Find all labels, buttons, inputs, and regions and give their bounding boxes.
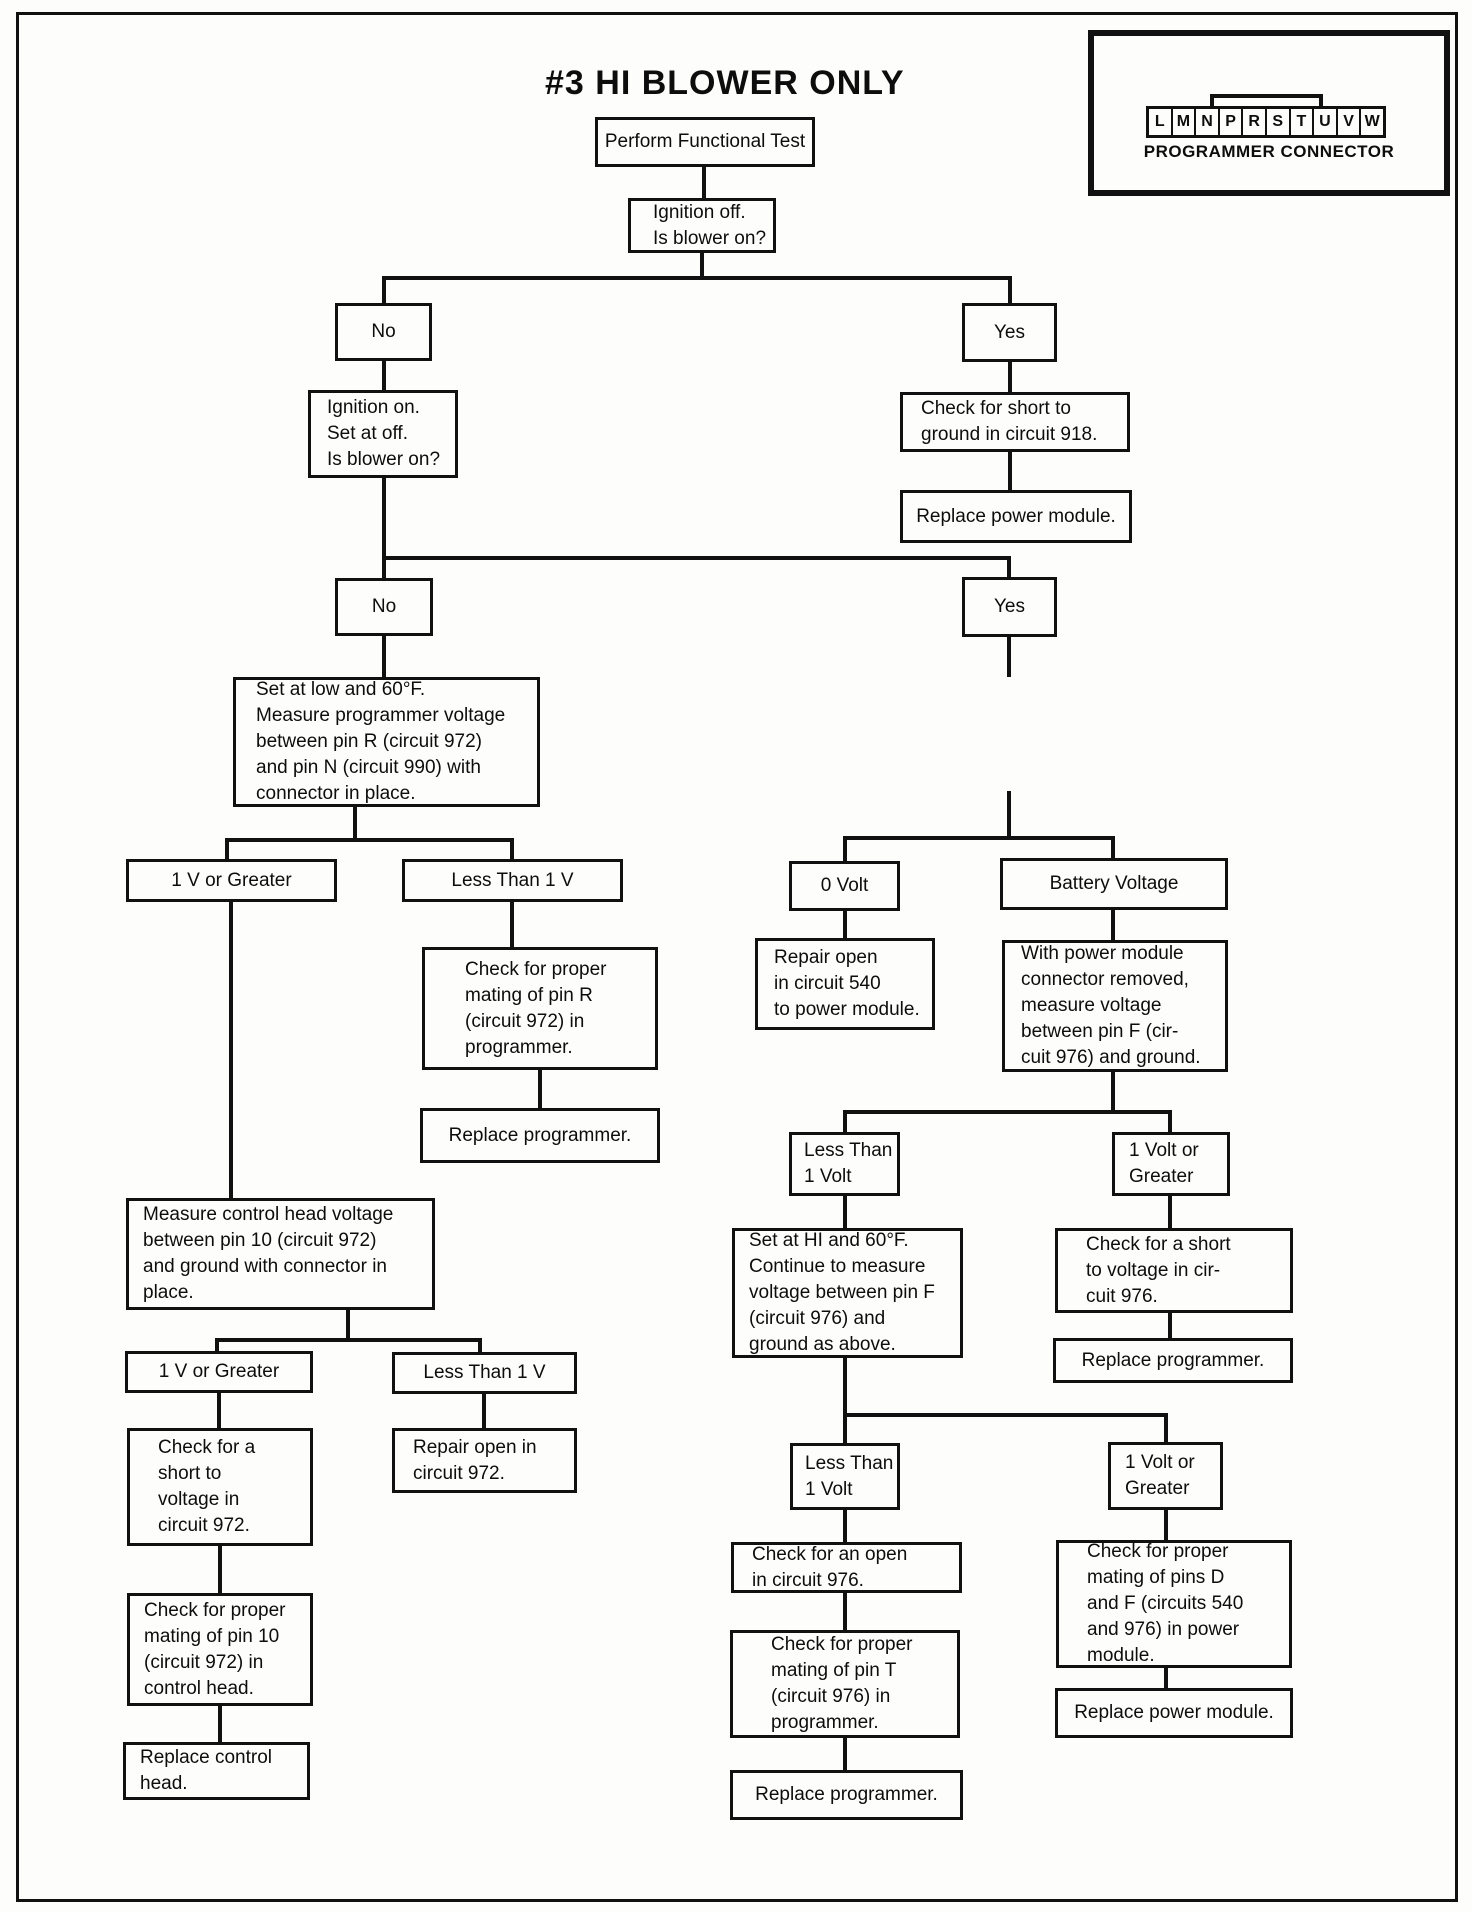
- node-check-short-voltage-972: Check for a short to voltage in circuit …: [127, 1428, 313, 1546]
- connector-legend-label: PROGRAMMER CONNECTOR: [1143, 142, 1395, 161]
- node-set-at-hi-continue-measure: Set at HI and 60°F. Continue to measure …: [732, 1228, 963, 1358]
- node-replace-programmer-2: Replace programmer.: [1053, 1338, 1293, 1383]
- node-no-1: No: [335, 303, 432, 361]
- node-replace-power-module-1: Replace power module.: [900, 490, 1132, 543]
- node-perform-functional-test: Perform Functional Test: [595, 117, 815, 167]
- connector-pin: N: [1196, 109, 1220, 135]
- programmer-connector-legend: L M N P R S T U V W PROGRAMMER CONNECTOR: [1088, 30, 1450, 196]
- node-replace-control-head: Replace control head.: [123, 1742, 310, 1800]
- node-check-mating-pin-t: Check for proper mating of pin T (circui…: [730, 1630, 960, 1738]
- node-ignition-off-question: Ignition off. Is blower on?: [628, 198, 776, 253]
- node-check-mating-pins-d-f: Check for proper mating of pins D and F …: [1056, 1540, 1292, 1668]
- node-check-mating-pin-r: Check for proper mating of pin R (circui…: [422, 947, 658, 1070]
- connector-pin: M: [1173, 109, 1197, 135]
- node-less-than-1v-2: Less Than 1 V: [392, 1352, 577, 1394]
- node-replace-programmer-1: Replace programmer.: [420, 1108, 660, 1163]
- node-set-at-low-measure-voltage: Set at low and 60°F. Measure programmer …: [233, 677, 540, 807]
- node-battery-voltage: Battery Voltage: [1000, 858, 1228, 910]
- connector-pin: P: [1220, 109, 1244, 135]
- node-measure-pin-f-voltage: With power module connector removed, mea…: [1002, 940, 1228, 1072]
- connector-pin: L: [1149, 109, 1173, 135]
- node-1v-or-greater-2: 1 V or Greater: [125, 1351, 313, 1393]
- node-less-than-1volt-1: Less Than 1 Volt: [789, 1132, 900, 1196]
- node-yes-1: Yes: [962, 303, 1057, 362]
- node-repair-open-circuit-540: Repair open in circuit 540 to power modu…: [755, 938, 935, 1030]
- node-1v-or-greater-1: 1 V or Greater: [126, 859, 337, 902]
- node-check-mating-pin-10: Check for proper mating of pin 10 (circu…: [127, 1593, 313, 1706]
- node-measure-control-head-voltage: Measure control head voltage between pin…: [126, 1198, 435, 1310]
- connector-pin: W: [1364, 113, 1380, 130]
- node-0-volt: 0 Volt: [789, 861, 900, 911]
- connector-key-bracket: [1210, 94, 1323, 110]
- node-replace-power-module-2: Replace power module.: [1055, 1688, 1293, 1738]
- connector-pin: U: [1314, 109, 1338, 135]
- connector-pin: T: [1291, 109, 1315, 135]
- node-no-2: No: [335, 578, 433, 636]
- node-less-than-1v-1: Less Than 1 V: [402, 859, 623, 902]
- node-ignition-on-question: Ignition on. Set at off. Is blower on?: [308, 390, 458, 478]
- node-less-than-1volt-2: Less Than 1 Volt: [790, 1443, 900, 1510]
- connector-pin: V: [1338, 109, 1362, 135]
- node-check-open-circuit-976: Check for an open in circuit 976.: [731, 1542, 962, 1593]
- connector-pin: R: [1243, 109, 1267, 135]
- node-yes-2: Yes: [962, 577, 1057, 637]
- page-title: #3 HI BLOWER ONLY: [545, 64, 905, 102]
- connector-pin-row: L M N P R S T U V W: [1146, 106, 1386, 138]
- node-1volt-or-greater-1: 1 Volt or Greater: [1112, 1132, 1230, 1196]
- node-1volt-or-greater-2: 1 Volt or Greater: [1108, 1442, 1223, 1510]
- page-border: [16, 12, 1458, 1902]
- node-check-short-voltage-976: Check for a short to voltage in cir- cui…: [1055, 1228, 1293, 1313]
- connector-pin: S: [1267, 109, 1291, 135]
- node-check-short-circuit-918: Check for short to ground in circuit 918…: [900, 392, 1130, 452]
- node-replace-programmer-3: Replace programmer.: [730, 1770, 963, 1820]
- node-repair-open-circuit-972: Repair open in circuit 972.: [392, 1428, 577, 1493]
